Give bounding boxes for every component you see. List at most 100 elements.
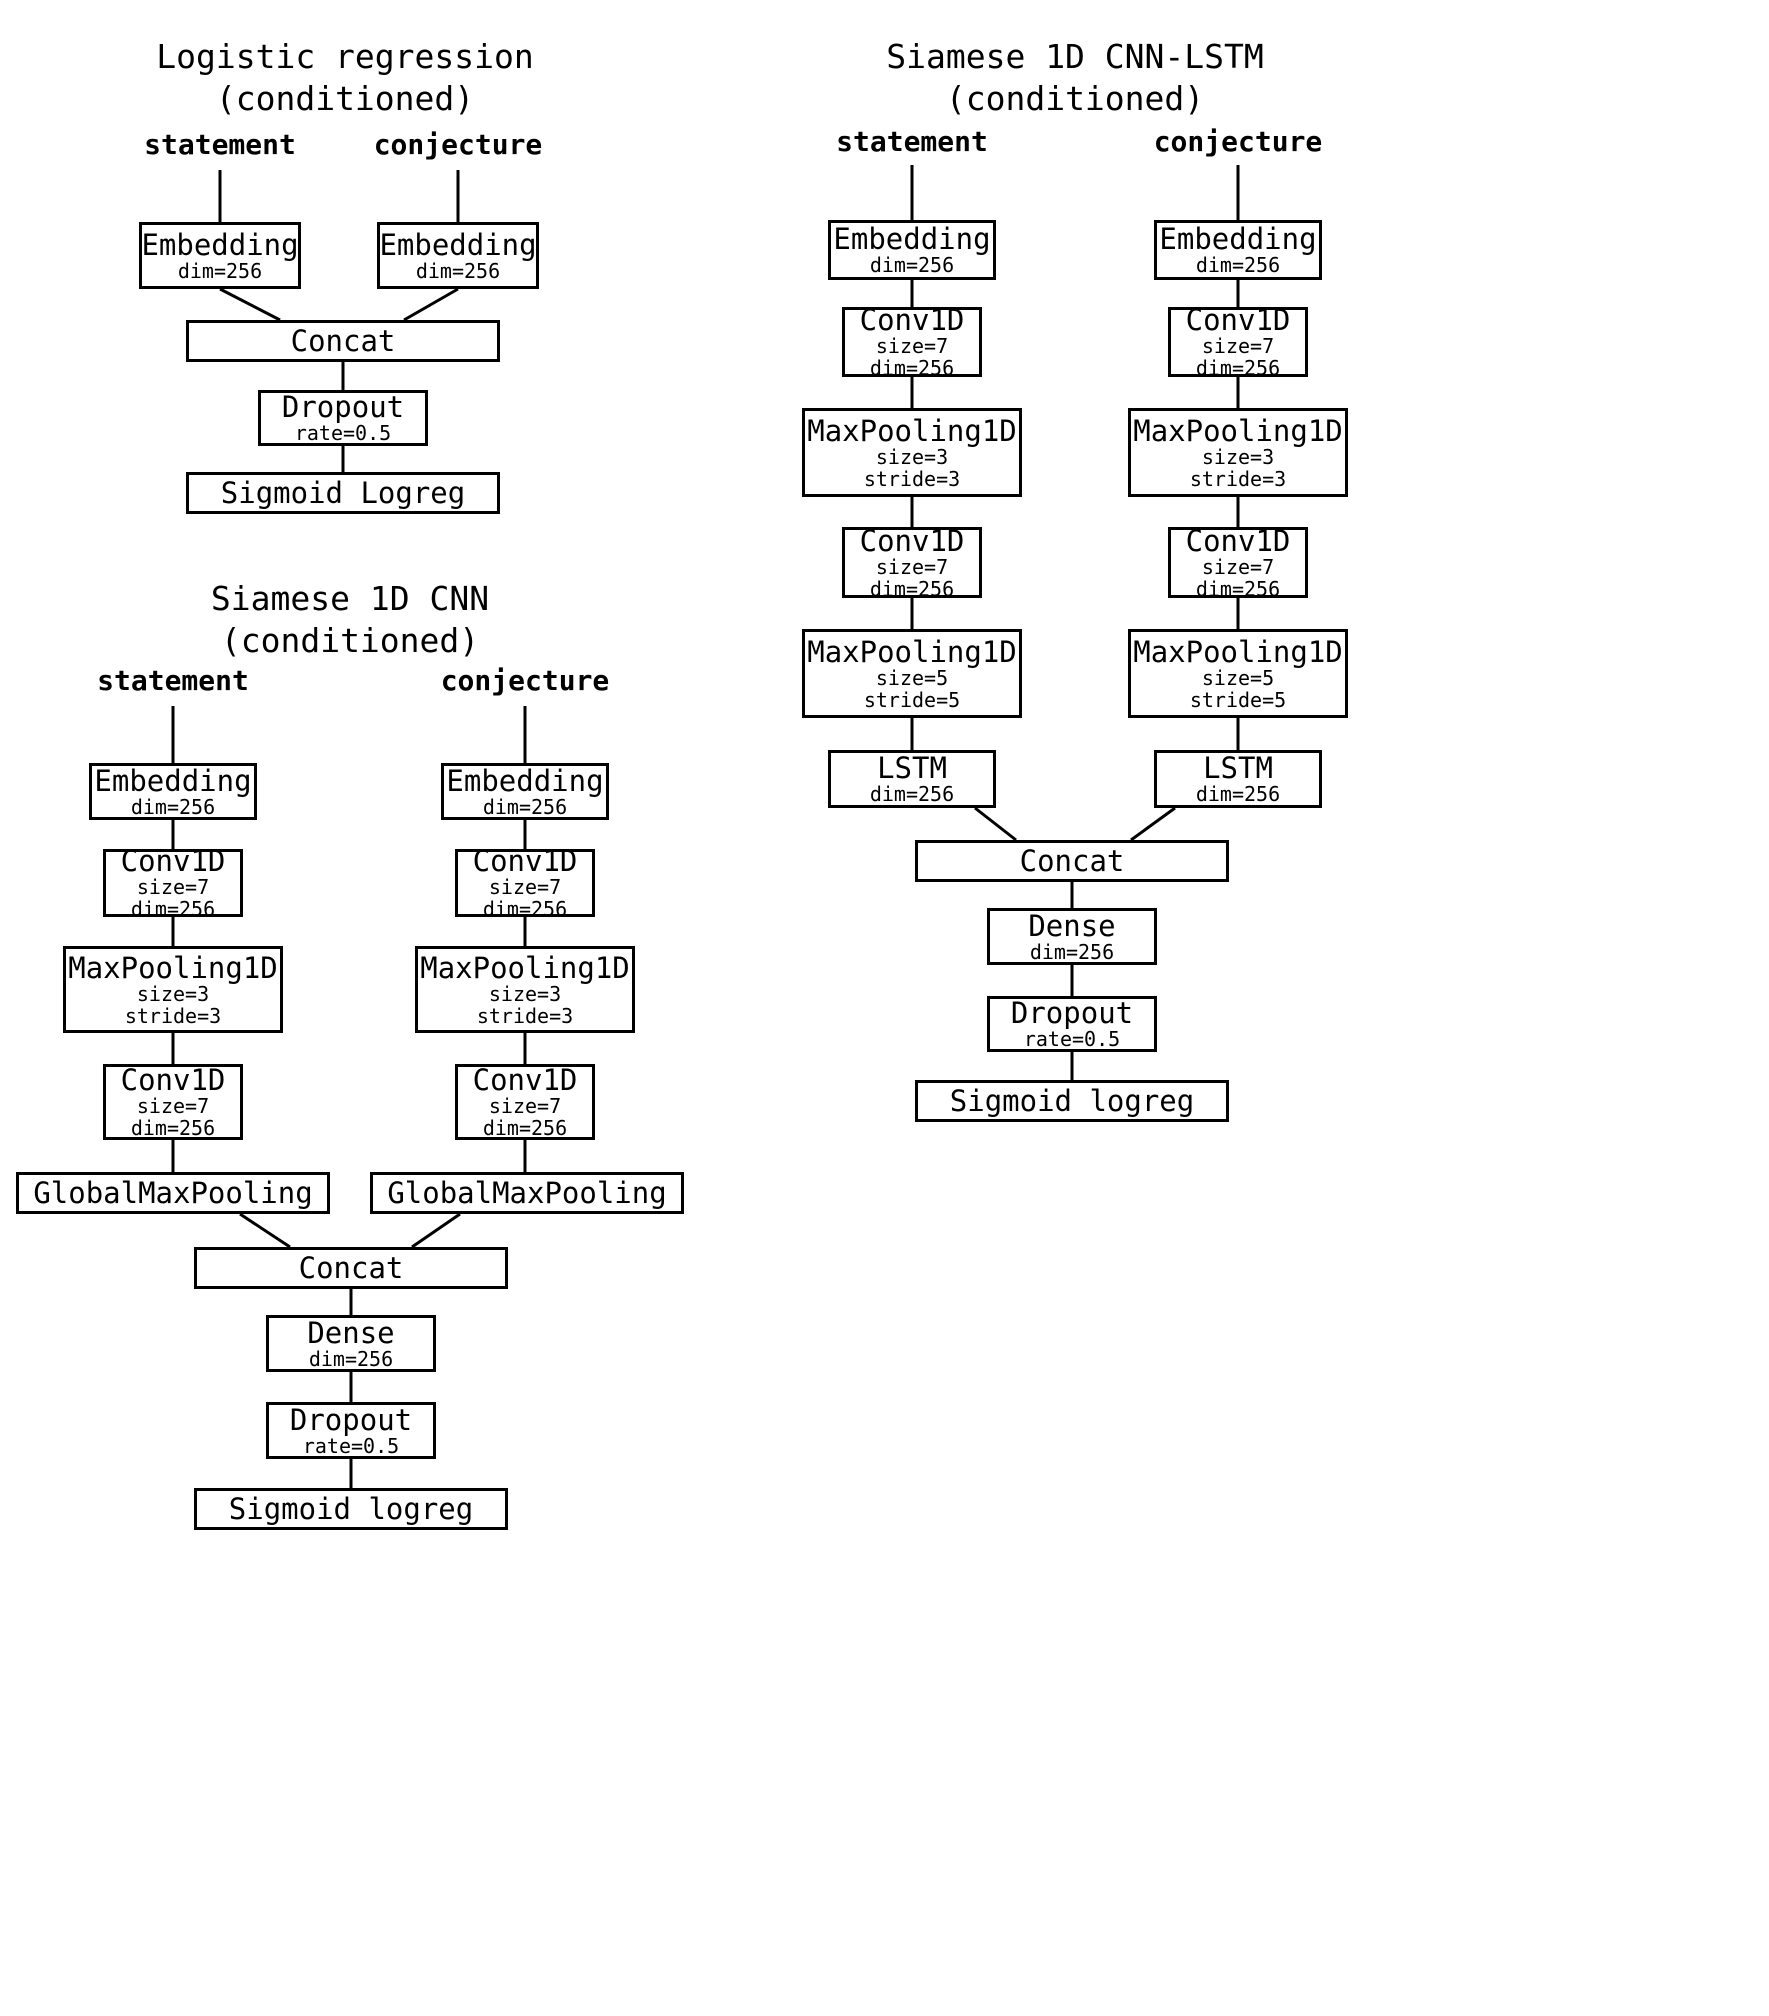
node-title: Embedding: [446, 763, 604, 798]
node-param: size=5: [1201, 665, 1275, 690]
diagram-title-logistic-regression: Logistic regression (conditioned): [156, 37, 534, 118]
node-dropout[interactable]: Dropout rate=0.5: [266, 1402, 436, 1459]
node-title: Sigmoid logreg: [228, 1491, 474, 1526]
node-maxpooling1d-1-statement[interactable]: MaxPooling1D size=3 stride=3: [63, 946, 283, 1033]
edge-lstms-concat: [974, 806, 1017, 842]
node-param: dim=256: [1195, 356, 1281, 381]
node-title: LSTM: [877, 751, 947, 786]
node-param: dim=256: [482, 794, 568, 819]
edge-embs-concat: [219, 287, 281, 322]
node-sigmoid-logreg[interactable]: Sigmoid Logreg: [186, 472, 500, 514]
edge-gmps-concat: [239, 1212, 291, 1249]
node-param: dim=256: [869, 576, 955, 601]
node-conv1d-1-conjecture[interactable]: Conv1D size=7 dim=256: [1168, 303, 1308, 381]
node-title: Embedding: [833, 222, 991, 257]
node-param: dim=256: [869, 356, 955, 381]
node-dense[interactable]: Dense dim=256: [266, 1315, 436, 1372]
node-embedding-statement[interactable]: Embedding dim=256: [828, 220, 996, 280]
node-embedding-statement[interactable]: Embedding dim=256: [89, 763, 257, 820]
diagram-title-siamese-1d-cnn-lstm: Siamese 1D CNN-LSTM (conditioned): [886, 37, 1264, 118]
node-param: dim=256: [1195, 782, 1281, 807]
node-maxpooling1d-1-conjecture[interactable]: MaxPooling1D size=3 stride=3: [415, 946, 635, 1033]
node-conv1d-2-statement[interactable]: Conv1D size=7 dim=256: [842, 523, 982, 601]
node-title: Conv1D: [120, 844, 226, 879]
node-title: Conv1D: [120, 1063, 226, 1098]
node-param: stride=3: [863, 466, 961, 491]
node-param: size=5: [875, 665, 949, 690]
node-title: Sigmoid Logreg: [220, 475, 466, 510]
node-param: size=7: [488, 875, 562, 900]
node-concat[interactable]: Concat: [186, 320, 500, 362]
node-dense[interactable]: Dense dim=256: [987, 908, 1157, 965]
node-param: size=7: [488, 1094, 562, 1119]
node-param: dim=256: [482, 1116, 568, 1141]
node-param: dim=256: [1029, 939, 1115, 964]
node-concat[interactable]: Concat: [915, 840, 1229, 882]
node-param: dim=256: [130, 794, 216, 819]
node-title: Embedding: [1159, 222, 1317, 257]
node-conv1d-2-conjecture[interactable]: Conv1D size=7 dim=256: [455, 1064, 595, 1140]
input-label-conjecture: conjecture: [1153, 125, 1323, 158]
node-param: size=3: [1201, 444, 1275, 469]
input-label-statement: statement: [97, 664, 249, 697]
node-title: GlobalMaxPooling: [33, 1175, 313, 1210]
node-maxpooling1d-2-statement[interactable]: MaxPooling1D size=5 stride=5: [802, 629, 1022, 718]
input-label-statement: statement: [836, 125, 988, 158]
node-param: dim=256: [130, 897, 216, 922]
node-title: Conv1D: [1185, 303, 1291, 338]
node-title: Embedding: [94, 763, 252, 798]
node-param: dim=256: [869, 782, 955, 807]
node-dropout[interactable]: Dropout rate=0.5: [258, 390, 428, 446]
node-title: Concat: [298, 1250, 404, 1285]
edge-lstmc-concat: [1130, 806, 1176, 842]
node-conv1d-2-statement[interactable]: Conv1D size=7 dim=256: [103, 1064, 243, 1140]
node-param: rate=0.5: [1023, 1027, 1121, 1052]
node-maxpooling1d-1-conjecture[interactable]: MaxPooling1D size=3 stride=3: [1128, 408, 1348, 497]
node-lstm-conjecture[interactable]: LSTM dim=256: [1154, 750, 1322, 808]
node-embedding-conjecture[interactable]: Embedding dim=256: [1154, 220, 1322, 280]
input-label-statement: statement: [144, 128, 296, 161]
node-lstm-statement[interactable]: LSTM dim=256: [828, 750, 996, 808]
node-title: Conv1D: [472, 844, 578, 879]
node-conv1d-1-statement[interactable]: Conv1D size=7 dim=256: [103, 844, 243, 922]
node-globalmaxpooling-conjecture[interactable]: GlobalMaxPooling: [370, 1172, 684, 1214]
node-title: MaxPooling1D: [807, 634, 1017, 669]
node-param: size=3: [875, 444, 949, 469]
input-label-conjecture: conjecture: [440, 664, 610, 697]
node-param: dim=256: [308, 1346, 394, 1371]
node-title: LSTM: [1203, 751, 1273, 786]
node-param: size=3: [488, 981, 562, 1006]
node-title: MaxPooling1D: [68, 950, 278, 985]
node-title: Conv1D: [1185, 523, 1291, 558]
node-embedding-conjecture[interactable]: Embedding dim=256: [377, 222, 539, 289]
node-conv1d-1-conjecture[interactable]: Conv1D size=7 dim=256: [455, 844, 595, 919]
node-param: size=7: [1201, 334, 1275, 359]
node-title: MaxPooling1D: [420, 950, 630, 985]
node-param: dim=256: [1195, 253, 1281, 278]
node-maxpooling1d-2-conjecture[interactable]: MaxPooling1D size=5 stride=5: [1128, 629, 1348, 718]
node-param: size=7: [1201, 554, 1275, 579]
node-title: Sigmoid logreg: [949, 1083, 1195, 1118]
node-param: size=7: [875, 334, 949, 359]
node-conv1d-1-statement[interactable]: Conv1D size=7 dim=256: [842, 303, 982, 381]
node-title: Embedding: [379, 227, 537, 262]
node-param: stride=5: [1189, 687, 1287, 712]
node-title: Conv1D: [859, 523, 965, 558]
node-param: size=7: [136, 875, 210, 900]
edge-gmpc-concat: [411, 1212, 461, 1249]
node-globalmaxpooling-statement[interactable]: GlobalMaxPooling: [16, 1172, 330, 1214]
node-embedding-conjecture[interactable]: Embedding dim=256: [441, 763, 609, 820]
node-conv1d-2-conjecture[interactable]: Conv1D size=7 dim=256: [1168, 523, 1308, 599]
node-title: Dense: [1028, 908, 1116, 943]
node-sigmoid-logreg[interactable]: Sigmoid logreg: [915, 1080, 1229, 1122]
node-maxpooling1d-1-statement[interactable]: MaxPooling1D size=3 stride=3: [802, 408, 1022, 497]
node-dropout[interactable]: Dropout rate=0.5: [987, 996, 1157, 1052]
node-title: Conv1D: [859, 303, 965, 338]
node-title: Dropout: [289, 1402, 413, 1437]
node-embedding-statement[interactable]: Embedding dim=256: [139, 222, 301, 289]
node-sigmoid-logreg[interactable]: Sigmoid logreg: [194, 1488, 508, 1530]
input-label-conjecture: conjecture: [373, 128, 543, 161]
node-param: rate=0.5: [294, 421, 392, 446]
node-concat[interactable]: Concat: [194, 1247, 508, 1289]
